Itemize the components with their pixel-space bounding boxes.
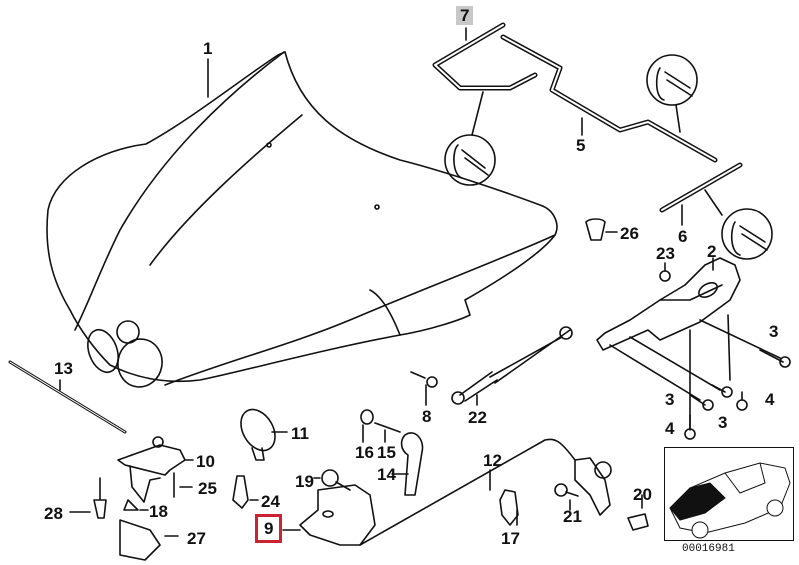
part-label-18[interactable]: 18 [149, 502, 168, 521]
part-label-24[interactable]: 24 [261, 492, 280, 511]
part-label-7[interactable]: 7 [456, 6, 474, 25]
part-label-13[interactable]: 13 [54, 359, 73, 378]
part-label-26[interactable]: 26 [620, 224, 639, 243]
part-label-23[interactable]: 23 [656, 244, 675, 263]
vehicle-overview-inset [664, 447, 794, 541]
part-label-3[interactable]: 3 [769, 322, 779, 341]
part-label-12[interactable]: 12 [483, 451, 502, 470]
diagram-code: 00016981 [682, 543, 735, 555]
part-label-5[interactable]: 5 [576, 136, 586, 155]
part-label-28[interactable]: 28 [44, 504, 63, 523]
part-label-17[interactable]: 17 [501, 529, 520, 548]
part-label-3[interactable]: 3 [718, 413, 728, 432]
part-label-2[interactable]: 2 [707, 242, 717, 261]
gas-strut-drawing [451, 326, 573, 406]
part-label-8[interactable]: 8 [422, 407, 432, 426]
part-label-14[interactable]: 14 [377, 465, 396, 484]
nut-drawing [659, 270, 671, 282]
part-label-10[interactable]: 10 [196, 452, 215, 471]
part-label-4[interactable]: 4 [765, 390, 775, 409]
part-label-4[interactable]: 4 [665, 419, 675, 438]
part-label-1[interactable]: 1 [203, 39, 213, 58]
part-label-11[interactable]: 11 [291, 424, 309, 443]
hood-hinge-drawing [596, 257, 741, 351]
part-label-19[interactable]: 19 [295, 472, 314, 491]
hood-lock-drawing [282, 469, 376, 546]
lock-bracket-drawing [69, 436, 194, 561]
striker-drawing [240, 408, 288, 461]
part-label-21[interactable]: 21 [563, 507, 582, 526]
part-label-20[interactable]: 20 [633, 485, 652, 504]
hood-drawing [46, 51, 558, 388]
part-label-16[interactable]: 16 [355, 443, 374, 462]
seal-front-drawing [432, 22, 538, 186]
ball-stud-drawing [410, 371, 438, 406]
part-label-6[interactable]: 6 [678, 227, 688, 246]
adjusting-buffer-drawing [232, 475, 259, 509]
part-label-25[interactable]: 25 [198, 479, 217, 498]
part-label-27[interactable]: 27 [187, 529, 206, 548]
seal-side-drawing [659, 162, 773, 260]
release-cable-drawing [359, 438, 649, 546]
support-rod-drawing [8, 360, 127, 434]
seal-rear-drawing [500, 34, 718, 163]
part-label-15[interactable]: 15 [377, 443, 396, 462]
part-label-9[interactable]: 9 [255, 514, 283, 543]
hinge-bolts-drawing [609, 314, 791, 440]
part-label-22[interactable]: 22 [468, 408, 487, 427]
hood-highlight-icon [669, 482, 726, 521]
part-label-3[interactable]: 3 [665, 390, 675, 409]
release-lever-drawing [360, 409, 424, 496]
rubber-cap-drawing [585, 218, 606, 241]
